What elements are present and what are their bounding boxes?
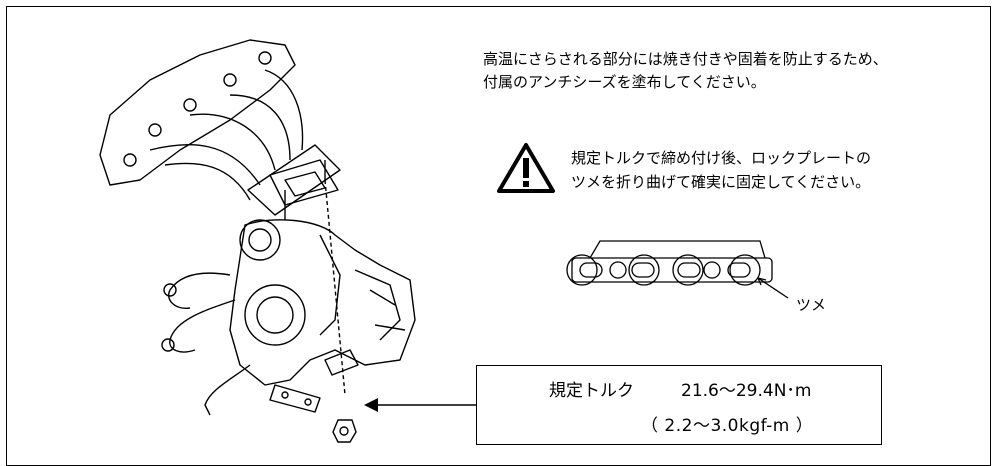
turbo-manifold-illustration [99,39,416,443]
warning-line-2: ツメを折り曲げて確実に固定してください。 [571,173,871,191]
warning-triangle-icon [497,143,555,193]
torque-alt-value: （ 2.2～3.0kgf-m ） [641,416,814,436]
warning-line-1: 規定トルクで締め付け後、ロックプレートの [571,149,872,167]
anti-seize-note: 高温にさらされる部分には焼き付きや固着を防止するため、 付属のアンチシーズを塗布… [483,48,888,94]
arrow-left-icon [364,398,476,412]
lock-plate-warning: 規定トルクで締め付け後、ロックプレートの ツメを折り曲げて確実に固定してください… [571,146,871,194]
tab-label: ツメ [796,296,827,314]
lock-plate-diagram [566,240,789,299]
torque-value: 21.6～29.4N･m [681,381,812,401]
note-line-2: 付属のアンチシーズを塗布してください。 [483,73,766,91]
note-line-1: 高温にさらされる部分には焼き付きや固着を防止するため、 [483,50,888,68]
torque-spec-box: 規定トルク 21.6～29.4N･m （ 2.2～3.0kgf-m ） [476,365,882,445]
torque-label: 規定トルク [549,381,634,401]
